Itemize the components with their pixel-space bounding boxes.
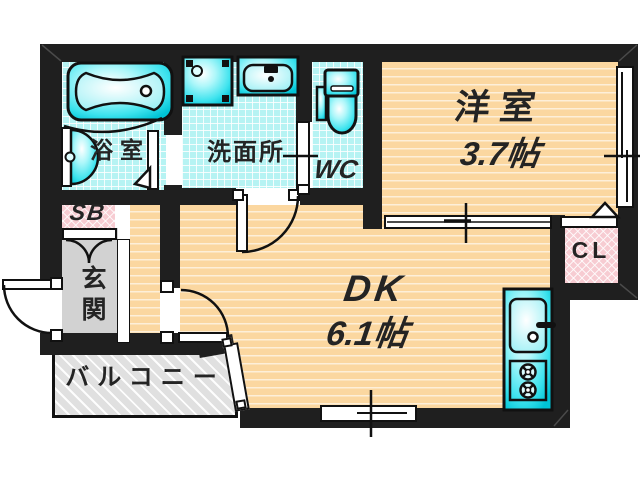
- bathroom-label: 浴室: [90, 137, 150, 163]
- balcony-door-jamb-top: [221, 337, 233, 348]
- entrance-door-arc: [2, 284, 53, 335]
- wall-top: [40, 44, 638, 62]
- hall-door-jamb-top: [160, 280, 174, 293]
- wall-hall-east: [160, 205, 180, 288]
- entrance-label: 玄関: [78, 265, 106, 327]
- western-room-size: 3.7帖: [457, 135, 543, 172]
- shoebox-area: [62, 204, 115, 229]
- washroom-floor: [182, 60, 296, 190]
- balcony-door-jamb-bottom: [235, 399, 247, 410]
- entrance-door-leaf: [2, 279, 52, 290]
- room-sliding-partition: [384, 215, 552, 229]
- wall-bath-washroom-stub: [164, 185, 182, 192]
- hall-door-opening: [160, 288, 180, 333]
- western-room-floor: [382, 60, 618, 218]
- hall-door-leaf: [178, 332, 228, 343]
- entrance-step: [117, 239, 130, 343]
- west-room-window: [616, 66, 634, 208]
- wall-bath-washroom: [164, 60, 182, 135]
- wall-kitchen-east: [552, 290, 570, 428]
- hall-door-jamb-bottom: [160, 331, 174, 344]
- dk-label: DK: [341, 268, 409, 309]
- closet-floor: [563, 218, 618, 285]
- washroom-label: 洗面所: [207, 139, 285, 166]
- wall-below-washroom: [182, 188, 236, 205]
- balcony-floor: [52, 348, 238, 418]
- wall-below-wc: [300, 188, 382, 205]
- closet-folding-door: [560, 216, 618, 228]
- dk-size: 6.1帖: [323, 315, 411, 353]
- entrance-jamb-bottom: [50, 329, 63, 342]
- wall-washroom-wc: [296, 60, 312, 122]
- wc-door-jamb: [297, 184, 310, 195]
- washroom-door-leaf: [236, 194, 248, 252]
- wc-label: WC: [312, 154, 360, 184]
- wall-below-bathroom: [40, 190, 182, 205]
- wall-closet-left: [550, 215, 565, 292]
- washroom-door-jamb-left: [232, 189, 244, 201]
- entrance-jamb-top: [50, 277, 63, 290]
- wall-left-upper: [40, 44, 62, 287]
- dk-window: [320, 405, 417, 422]
- western-room-label: 洋室: [452, 88, 548, 127]
- wall-wc-western: [363, 60, 382, 229]
- shoebox-front: [62, 228, 117, 240]
- wall-closet-bottom: [552, 283, 638, 300]
- shoebox-label: SB: [68, 199, 108, 225]
- closet-label: CL: [571, 237, 611, 263]
- balcony-label: バルコニー: [65, 364, 225, 391]
